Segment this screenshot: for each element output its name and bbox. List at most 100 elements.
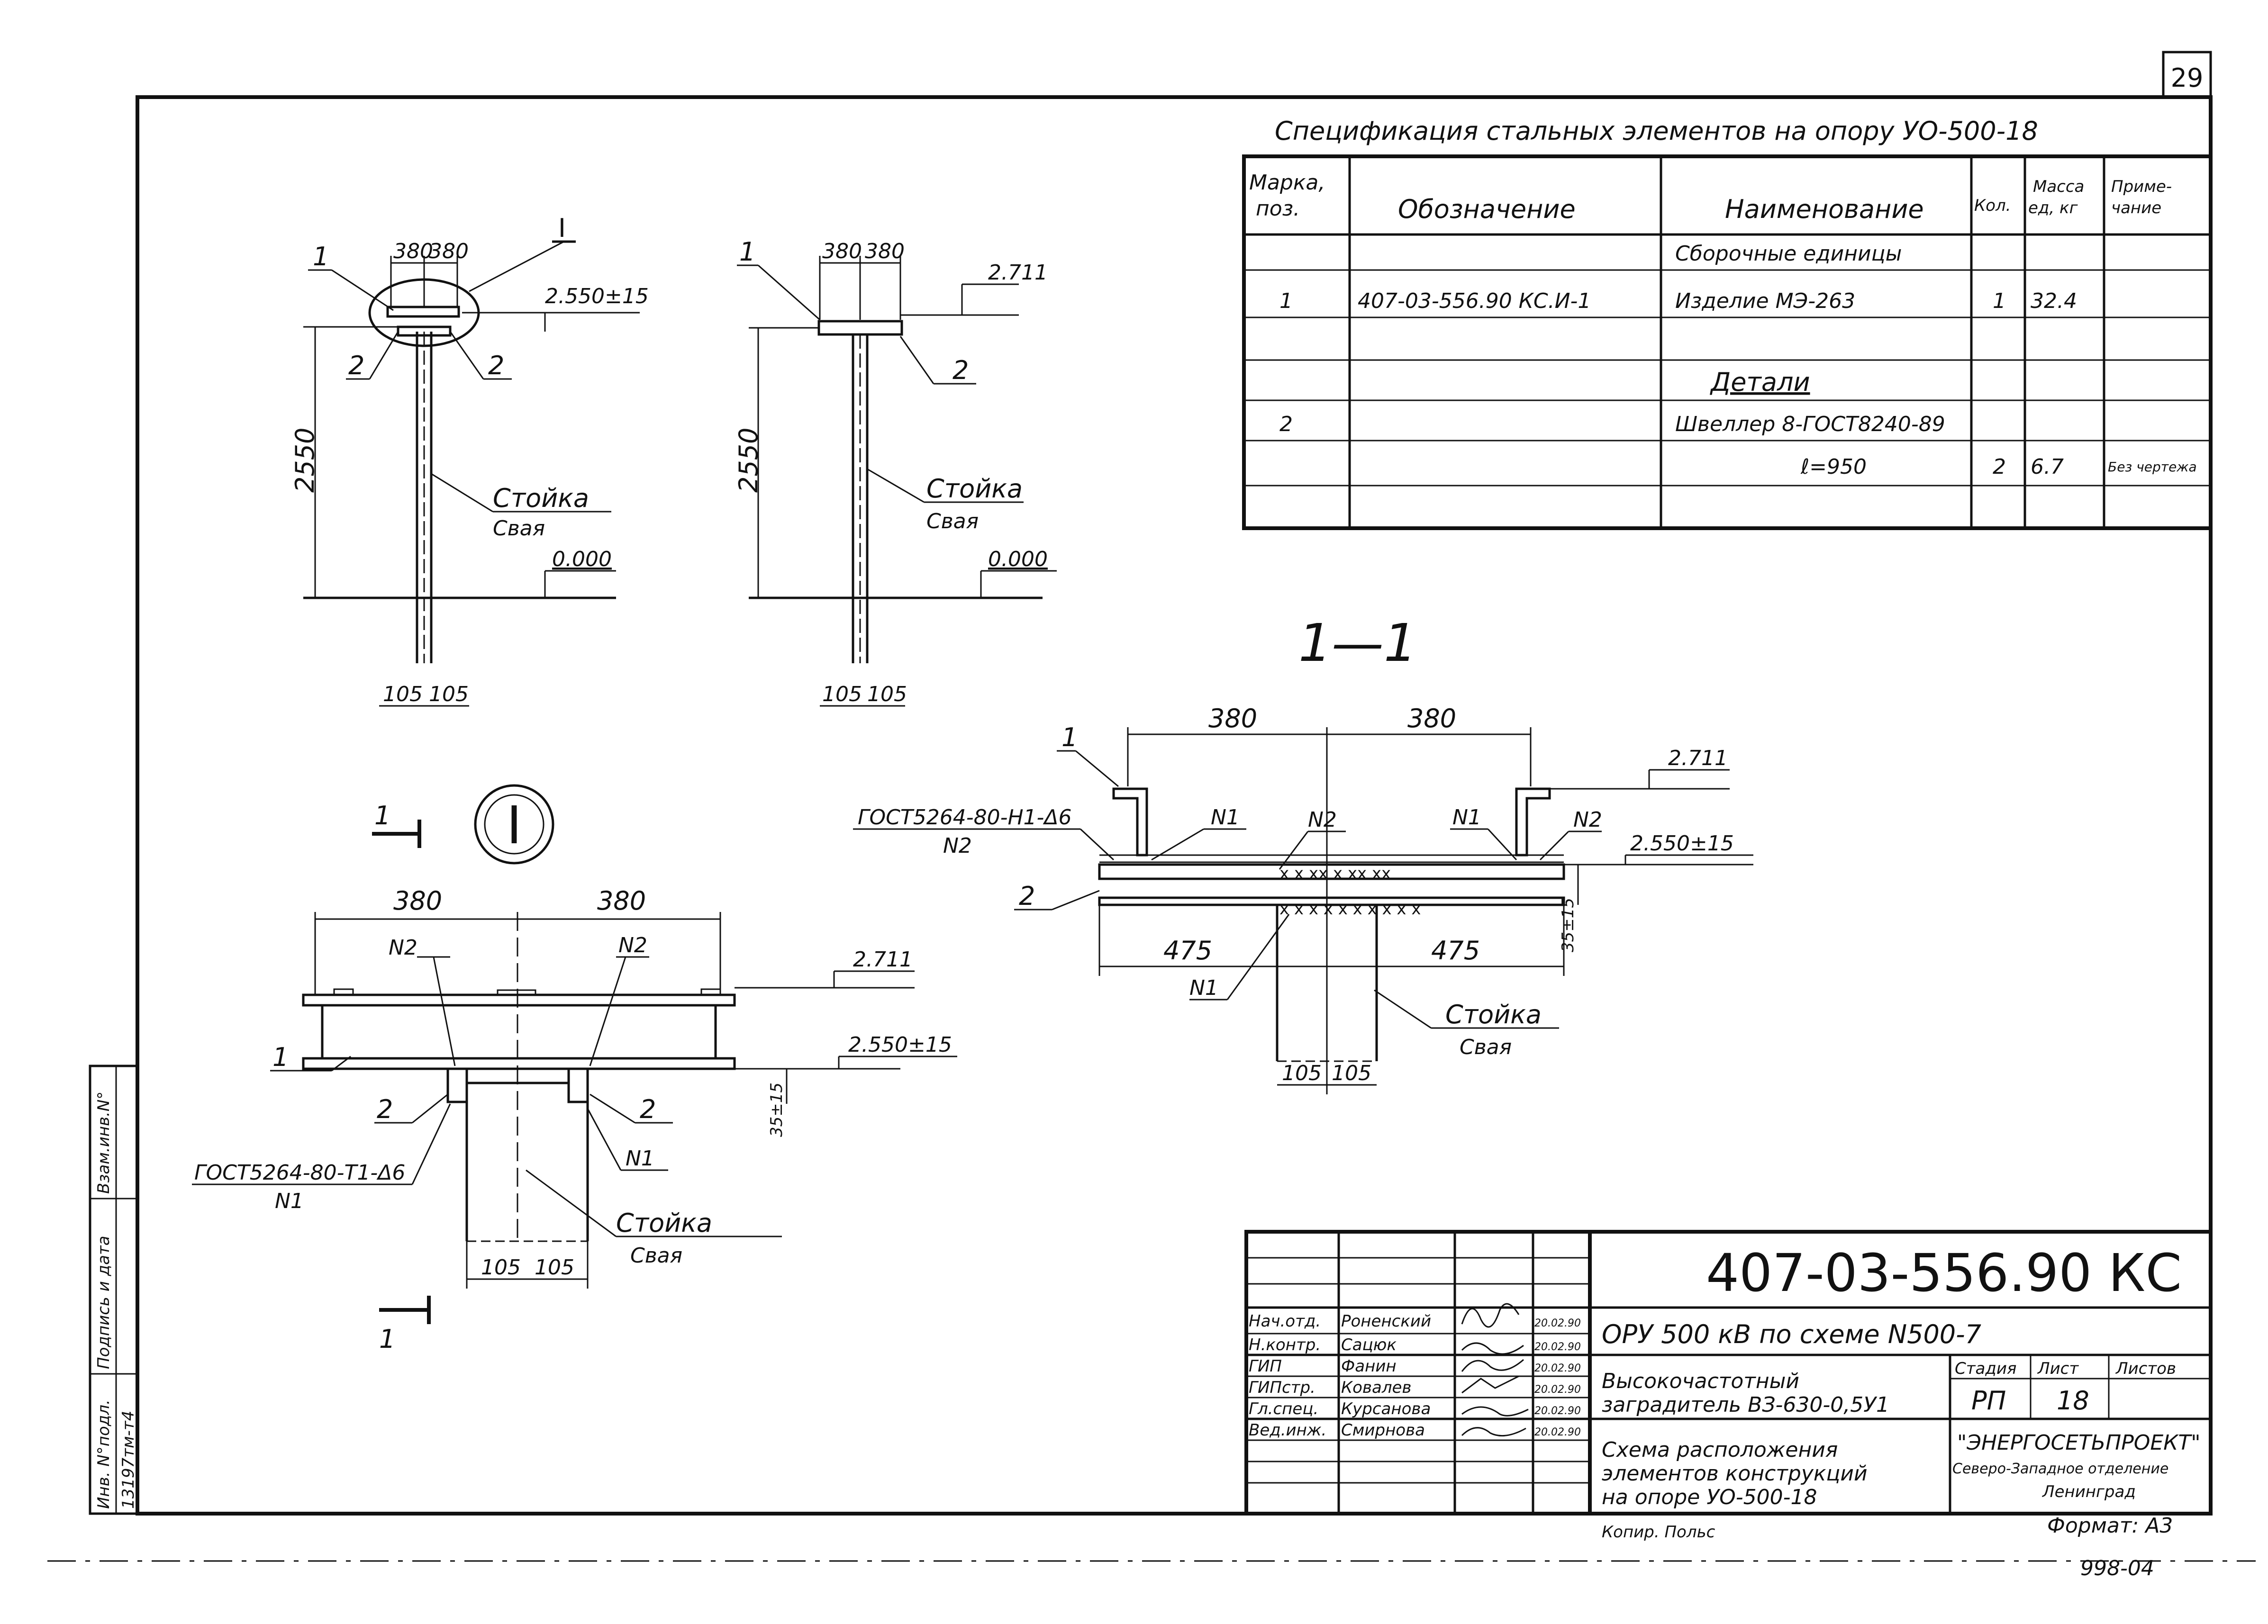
title-code: 407-03-556.90 КС: [1706, 1243, 2182, 1303]
footer: Копир. Польс Формат: А3 998-04: [1602, 1514, 2173, 1580]
detail-I-stoika: Стойка: [616, 1208, 712, 1238]
side-stamp-replace-label: Взам.инв.N°: [94, 1092, 113, 1194]
section-dim-left: 380: [1208, 704, 1257, 733]
view2-elev-zero: 0.000: [988, 547, 1048, 571]
section-dim-side: 35±15: [1559, 898, 1578, 952]
title-block: 407-03-556.90 КС ОРУ 500 кВ по схеме N50…: [1244, 1230, 2213, 1516]
title-sheet-name-3: на опоре УО-500-18: [1602, 1485, 1817, 1509]
detail-I-svaya: Свая: [630, 1244, 682, 1268]
spec-header-mark-2: поз.: [1256, 197, 1300, 221]
person-3-name: Фанин: [1341, 1357, 1397, 1376]
person-6-role: Вед.инж.: [1249, 1421, 1326, 1440]
person-2-role: Н.контр.: [1249, 1335, 1321, 1354]
view2-dim-bot-left: 105: [822, 682, 862, 706]
person-2-name: Сацюк: [1341, 1335, 1397, 1354]
section-dim-right: 380: [1407, 704, 1456, 733]
title-stage: РП: [1971, 1386, 2006, 1416]
view2-stoika: Стойка: [926, 474, 1023, 504]
person-4-role: ГИПстр.: [1249, 1378, 1315, 1397]
section-dim-475-right: 475: [1431, 936, 1480, 965]
section-svaya: Свая: [1460, 1035, 1512, 1059]
title-sheet-name-2: элементов конструкций: [1602, 1462, 1868, 1486]
view1-pos2-left: 2: [348, 351, 364, 380]
section-weld-marks-2: x x x x x x x x x x: [1279, 900, 1421, 919]
view1-dim-top-right: 380: [429, 239, 469, 263]
section-n1-bottom: N1: [1189, 976, 1218, 1000]
signature-6: [1461, 1427, 1526, 1437]
title-object-1: Высокочастотный: [1602, 1369, 1799, 1393]
view1-dim-bot-right: 105: [429, 682, 469, 706]
detail-I-pos2-right: 2: [640, 1094, 656, 1124]
title-sheet-name-1: Схема расположения: [1602, 1438, 1838, 1462]
title-list-header: Лист: [2037, 1359, 2079, 1378]
detail-I-dim-right: 380: [597, 886, 646, 916]
person-3-role: ГИП: [1249, 1357, 1282, 1376]
spec-header-qty: Кол.: [1974, 196, 2011, 215]
detail-I-section-bot: 1: [379, 1324, 395, 1354]
spec-header-mark-1: Марка,: [1249, 171, 1325, 195]
section-1-1: 1—1 380 380 x x xx x xx xx x x x x x x x…: [853, 613, 1753, 1094]
section-n1-left: N1: [1211, 805, 1240, 830]
section-n2-right: N2: [1573, 808, 1602, 832]
side-stamp-inv-value: 13197тм-т4: [119, 1411, 138, 1509]
person-2-date: 20.02.90: [1534, 1341, 1581, 1353]
view1-callout-I: I: [558, 213, 566, 243]
spec-row-5-name: Швеллер 8-ГОСТ8240-89: [1675, 412, 1945, 436]
spec-header-name: Наименование: [1725, 194, 1924, 224]
detail-I-callout: I: [507, 795, 522, 856]
signature-5: [1461, 1406, 1529, 1416]
detail-I: I 1 1 380 380 N2 N2: [192, 784, 957, 1354]
detail-I-pos2-left: 2: [377, 1094, 393, 1124]
person-6-date: 20.02.90: [1534, 1426, 1581, 1438]
spec-row-4-name: Детали: [1710, 367, 1810, 397]
section-weld-note: ГОСТ5264-80-Н1-Δ6: [858, 805, 1072, 830]
section-n1-right: N1: [1452, 805, 1481, 830]
title-org-3: Ленинград: [2041, 1482, 2136, 1501]
view2-dim-top-left: 380: [822, 239, 862, 263]
person-6-name: Смирнова: [1341, 1421, 1425, 1440]
view1-dim-bot-left: 105: [383, 682, 423, 706]
title-org-2: Северо-Западное отделение: [1952, 1461, 2168, 1477]
spec-row-2-mark: 1: [1279, 289, 1293, 313]
view1-elev-zero: 0.000: [552, 547, 612, 571]
view1-dim-height: 2550: [290, 428, 320, 493]
spec-row-1-name: Сборочные единицы: [1675, 242, 1902, 266]
signature-2: [1461, 1342, 1524, 1355]
detail-I-elev-mid: 2.550±15: [848, 1033, 952, 1057]
view1-pos1: 1: [313, 242, 329, 271]
footer-kopir: Копир. Польс: [1602, 1523, 1715, 1542]
section-pos2: 2: [1019, 881, 1035, 911]
view-1-pole: 2550 380 380 I 1 2 2 2.550±15 Стойка Сва…: [290, 213, 649, 707]
footer-stamp-number: 998-04: [2080, 1556, 2154, 1580]
title-project: ОРУ 500 кВ по схеме N500-7: [1602, 1319, 1981, 1349]
section-stoika: Стойка: [1445, 1000, 1542, 1029]
detail-I-dim-bot-right: 105: [535, 1255, 574, 1280]
detail-I-n1: N1: [626, 1146, 654, 1171]
person-1-date: 20.02.90: [1534, 1317, 1581, 1329]
spec-title: Спецификация стальных элементов на опору…: [1275, 116, 2038, 146]
person-4-name: Ковалев: [1341, 1378, 1412, 1397]
spec-header-mass-2: ед, кг: [2028, 198, 2078, 217]
view2-dim-height: 2550: [734, 428, 763, 493]
spec-row-6-note: Без чертежа: [2108, 459, 2197, 475]
spec-header-designation: Обозначение: [1398, 194, 1576, 224]
detail-I-weld-n: N1: [275, 1189, 304, 1213]
view2-dim-top-right: 380: [865, 239, 905, 263]
view1-elev-top: 2.550±15: [545, 284, 649, 308]
spec-row-2-qty: 1: [1993, 289, 2006, 313]
section-weld-n: N2: [943, 834, 972, 858]
person-1-name: Роненский: [1341, 1312, 1431, 1331]
spec-header-note-2: чание: [2111, 198, 2161, 217]
section-pos1: 1: [1061, 722, 1078, 752]
section-elev-mid: 2.550±15: [1630, 831, 1734, 856]
detail-I-n2-left: N2: [389, 936, 417, 960]
section-1-1-title: 1—1: [1298, 613, 1417, 673]
footer-format: Формат: А3: [2047, 1514, 2173, 1538]
section-dim-475-left: 475: [1163, 936, 1212, 965]
spec-row-5-mark: 2: [1279, 412, 1293, 436]
view2-svaya: Свая: [926, 509, 979, 533]
detail-I-dim-left: 380: [393, 886, 442, 916]
person-3-date: 20.02.90: [1534, 1362, 1581, 1374]
view2-dim-bot-right: 105: [867, 682, 907, 706]
